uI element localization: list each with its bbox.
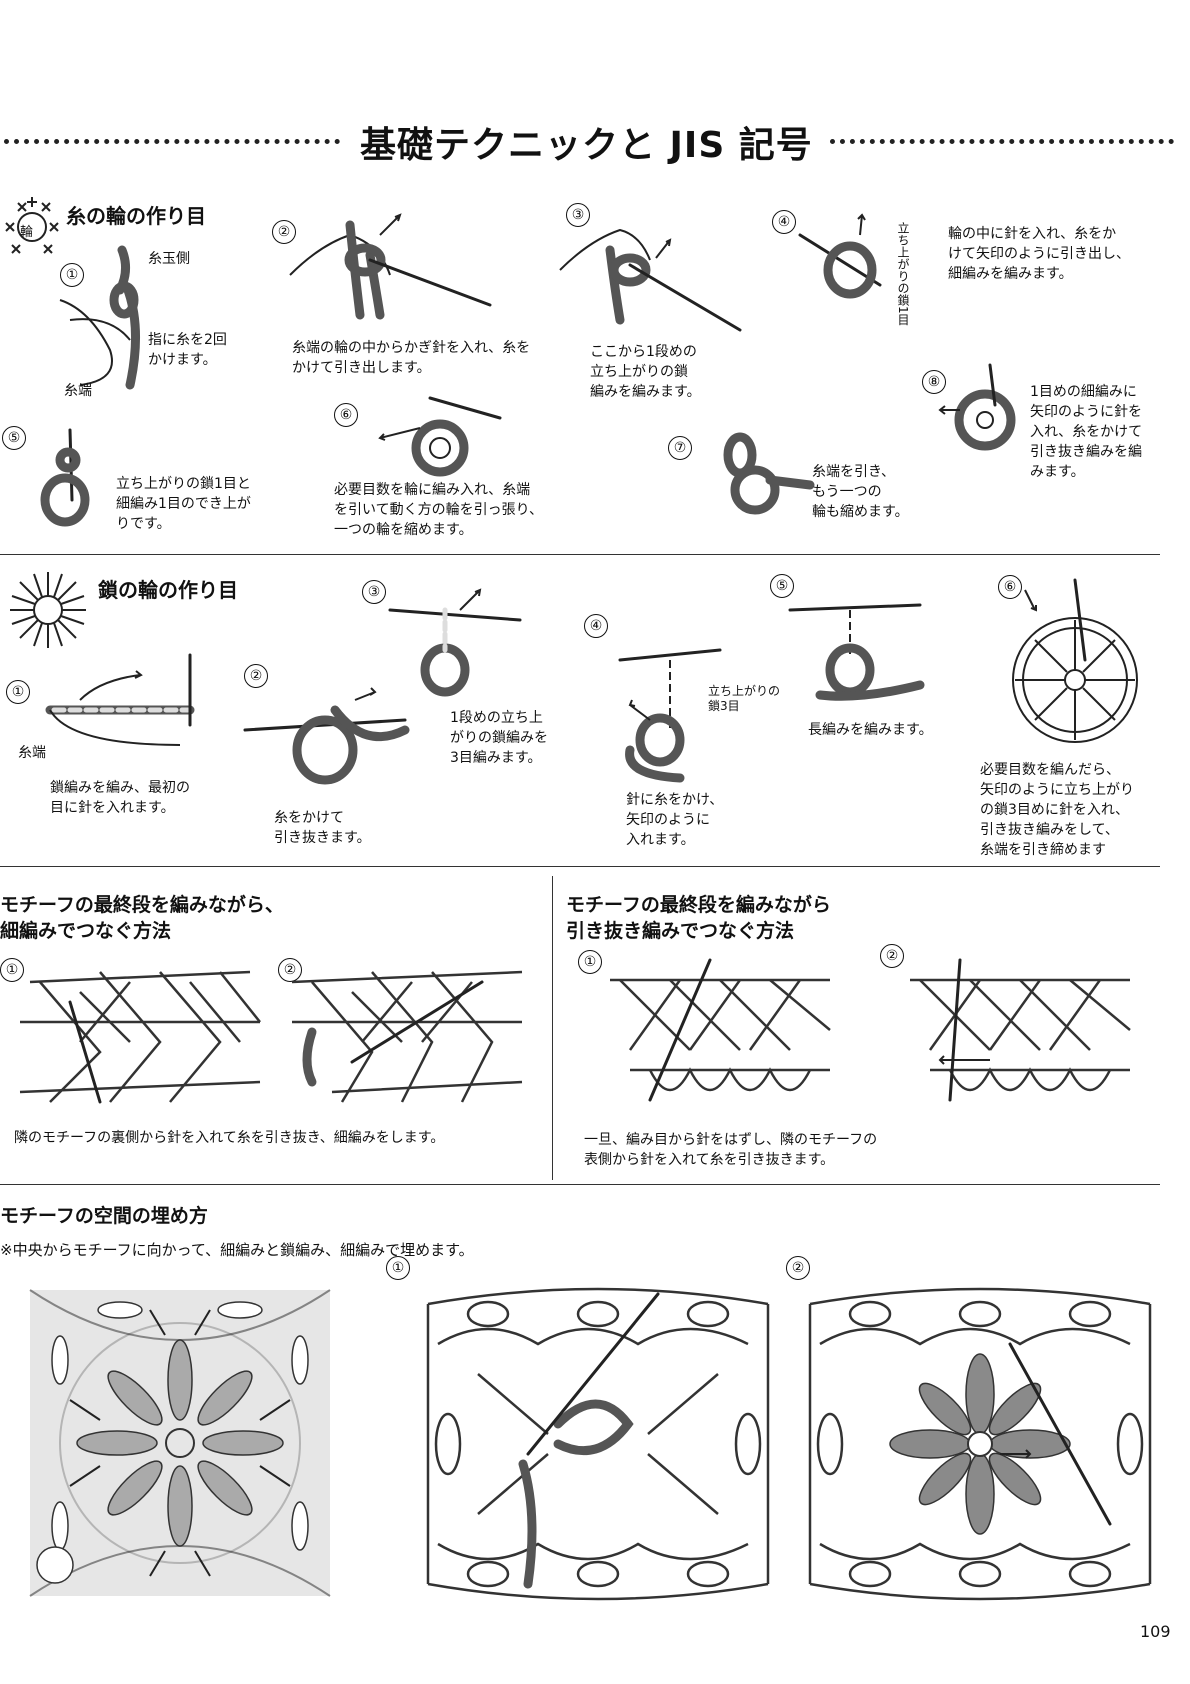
section4-note: ※中央からモチーフに向かって、細編みと鎖編み、細編みで埋めます。 bbox=[0, 1241, 474, 1259]
s2-step4-figure bbox=[618, 648, 722, 783]
title-dots-left bbox=[4, 139, 340, 144]
page-number: 109 bbox=[1140, 1622, 1171, 1641]
s3-left-figure2 bbox=[291, 970, 523, 1103]
s2-step1-label: 糸端 bbox=[18, 745, 46, 761]
s3-left-num1: ① bbox=[0, 958, 24, 982]
s1-step4-figure bbox=[798, 213, 882, 299]
divider-2 bbox=[0, 866, 1160, 867]
magic-ring-symbol-icon bbox=[5, 197, 59, 254]
s1-step6-num: ⑥ bbox=[334, 403, 358, 427]
s2-step4-label: 立ち上がりの 鎖3目 bbox=[708, 684, 781, 713]
s1-step3-num: ③ bbox=[566, 203, 590, 227]
s1-step1-num: ① bbox=[60, 263, 84, 287]
s1-step5-num: ⑤ bbox=[2, 426, 26, 450]
s1-step8-figure bbox=[938, 363, 1016, 451]
section2-title: 鎖の輪の作り目 bbox=[98, 578, 238, 602]
s2-step2-num: ② bbox=[244, 664, 268, 688]
s3-right-figure2 bbox=[910, 958, 1131, 1102]
divider-3 bbox=[0, 1184, 1160, 1185]
s1-step3-figure bbox=[559, 228, 742, 332]
s1-step7-num: ⑦ bbox=[668, 436, 692, 460]
s2-step5-figure bbox=[788, 603, 925, 701]
s1-step8-caption: 1目めの細編みに 矢印のように針を 入れ、糸をかけて 引き抜き編みを編 みます。 bbox=[1030, 384, 1143, 480]
s2-step5-num: ⑤ bbox=[770, 574, 794, 598]
filling-chart-panel bbox=[29, 1289, 331, 1597]
s1-step2-caption: 糸端の輪の中からかぎ針を入れ、糸を かけて引き出します。 bbox=[292, 340, 531, 376]
s3-right-num1: ① bbox=[578, 950, 602, 974]
chain-ring-symbol-icon bbox=[10, 572, 86, 648]
s2-step6-caption: 必要目数を編んだら、 矢印のように立ち上がり の鎖3目めに針を入れ、 引き抜き編… bbox=[980, 762, 1134, 858]
section3-right-title: モチーフの最終段を編みながら 引き抜き編みでつなぐ方法 bbox=[566, 894, 831, 942]
s4-num2: ② bbox=[786, 1256, 810, 1280]
s1-step8-num: ⑧ bbox=[922, 370, 946, 394]
s1-step4-num: ④ bbox=[772, 210, 796, 234]
s1-step1-label-end: 糸端 bbox=[64, 383, 92, 399]
s3-left-figure1 bbox=[19, 970, 261, 1104]
divider-1 bbox=[0, 554, 1160, 555]
s1-step1-caption: 指に糸を2回 かけます。 bbox=[148, 332, 227, 368]
s2-step2-figure bbox=[243, 687, 410, 785]
s1-step5-figure bbox=[40, 428, 90, 527]
s2-step3-caption: 1段めの立ち上 がりの鎖編みを 3目編みます。 bbox=[450, 710, 548, 766]
s4-figure2 bbox=[808, 1287, 1152, 1601]
title-row: 基礎テクニックと JIS 記号 bbox=[0, 112, 1190, 168]
s1-step6-figure bbox=[378, 396, 502, 477]
s1-step4-label: 立ち上がりの鎖1目 bbox=[896, 222, 910, 326]
s1-step1-figure bbox=[59, 245, 140, 390]
title-dots-right bbox=[830, 139, 1174, 144]
magic-ring-symbol-text: 輪 bbox=[20, 225, 34, 240]
s4-figure1 bbox=[426, 1287, 770, 1601]
s4-num1: ① bbox=[386, 1256, 410, 1280]
s1-step2-num: ② bbox=[272, 220, 296, 244]
s1-step7-caption: 糸端を引き、 もう一つの 輪も縮めます。 bbox=[812, 464, 909, 520]
s3-right-caption: 一旦、編み目から針をはずし、隣のモチーフの 表側から針を入れて糸を引き抜きます。 bbox=[584, 1132, 878, 1168]
page-title: 基礎テクニックと JIS 記号 bbox=[360, 125, 813, 166]
section3-left-title: モチーフの最終段を編みながら、 細編みでつなぐ方法 bbox=[0, 894, 284, 942]
s2-step4-caption: 針に糸をかけ、 矢印のように 入れます。 bbox=[626, 792, 724, 848]
s2-step4-num: ④ bbox=[584, 614, 608, 638]
filling-chart-figure bbox=[29, 1289, 331, 1597]
s2-step3-figure bbox=[388, 588, 522, 697]
s1-step3-caption: ここから1段めの 立ち上がりの鎖 編みを編みます。 bbox=[590, 344, 701, 400]
s2-step6-num: ⑥ bbox=[998, 575, 1022, 599]
s1-step1-label-ball: 糸玉側 bbox=[148, 251, 190, 267]
section1-title: 糸の輪の作り目 bbox=[66, 204, 206, 228]
s2-step1-figure bbox=[45, 653, 195, 746]
s1-step6-caption: 必要目数を輪に編み入れ、糸端 を引いて動く方の輪を引っ張り、 一つの輪を縮めます… bbox=[334, 482, 544, 538]
s1-step4-caption: 輪の中に針を入れ、糸をか けて矢印のように引き出し、 細編みを編みます。 bbox=[948, 226, 1130, 282]
s2-step1-caption: 鎖編みを編み、最初の 目に針を入れます。 bbox=[50, 780, 190, 816]
s3-right-num2: ② bbox=[880, 944, 904, 968]
s2-step3-num: ③ bbox=[362, 580, 386, 604]
s1-step5-caption: 立ち上がりの鎖1目と 細編み1目のでき上が りです。 bbox=[116, 476, 251, 532]
s3-left-caption: 隣のモチーフの裏側から針を入れて糸を引き抜き、細編みをします。 bbox=[14, 1130, 445, 1146]
s2-step5-caption: 長編みを編みます。 bbox=[808, 722, 933, 738]
s2-step1-num: ① bbox=[6, 680, 30, 704]
divider-vertical bbox=[552, 876, 553, 1180]
s3-left-num2: ② bbox=[278, 958, 302, 982]
s2-step2-caption: 糸をかけて 引き抜きます。 bbox=[274, 810, 371, 846]
s3-right-figure1 bbox=[610, 958, 831, 1102]
section4-title: モチーフの空間の埋め方 bbox=[0, 1205, 208, 1227]
s1-step2-figure bbox=[289, 213, 492, 320]
s2-step6-figure bbox=[1012, 578, 1138, 743]
s1-step7-figure bbox=[723, 432, 815, 515]
